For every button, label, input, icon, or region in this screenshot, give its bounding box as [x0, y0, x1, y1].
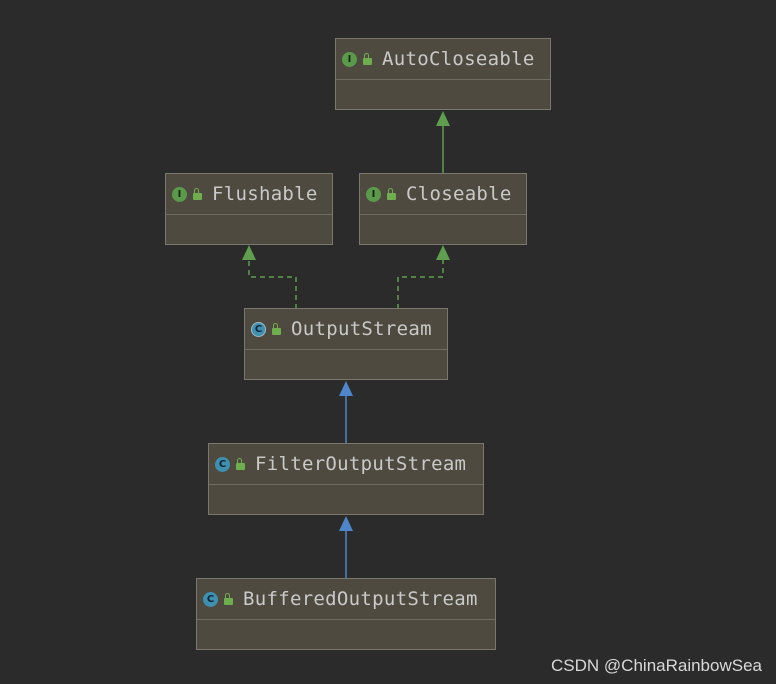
edge-filteroutputstream-to-outputstream: [339, 381, 353, 443]
public-lock-icon: [236, 458, 245, 470]
edge-outputstream-to-closeable: [397, 245, 450, 309]
node-header: I AutoCloseable: [336, 39, 550, 80]
edge-bufferedoutputstream-to-filteroutputstream: [339, 516, 353, 578]
abstract-class-icon: C: [251, 321, 266, 337]
node-name: Flushable: [212, 183, 318, 205]
interface-icon: I: [172, 186, 187, 202]
public-lock-icon: [193, 188, 202, 200]
node-outputstream[interactable]: C OutputStream: [244, 308, 448, 380]
node-name: FilterOutputStream: [255, 453, 467, 475]
node-name: Closeable: [406, 183, 512, 205]
node-members: [197, 620, 495, 650]
class-icon: C: [203, 591, 218, 607]
node-header: I Flushable: [166, 174, 332, 215]
node-closeable[interactable]: I Closeable: [359, 173, 527, 245]
node-autocloseable[interactable]: I AutoCloseable: [335, 38, 551, 110]
edge-closeable-to-autocloseable: [436, 111, 450, 173]
public-lock-icon: [363, 53, 372, 65]
node-name: BufferedOutputStream: [243, 588, 478, 610]
node-header: C OutputStream: [245, 309, 447, 350]
edge-outputstream-to-flushable: [242, 245, 297, 309]
node-members: [166, 215, 332, 245]
class-icon: C: [215, 456, 230, 472]
public-lock-icon: [224, 593, 233, 605]
node-members: [209, 485, 483, 515]
node-flushable[interactable]: I Flushable: [165, 173, 333, 245]
watermark: CSDN @ChinaRainbowSea: [551, 656, 762, 675]
interface-icon: I: [342, 51, 357, 67]
node-name: OutputStream: [291, 318, 432, 340]
node-name: AutoCloseable: [382, 48, 535, 70]
node-header: C FilterOutputStream: [209, 444, 483, 485]
interface-icon: I: [366, 186, 381, 202]
node-members: [245, 350, 447, 380]
node-header: I Closeable: [360, 174, 526, 215]
node-bufferedoutputstream[interactable]: C BufferedOutputStream: [196, 578, 496, 650]
node-filteroutputstream[interactable]: C FilterOutputStream: [208, 443, 484, 515]
node-header: C BufferedOutputStream: [197, 579, 495, 620]
node-members: [336, 80, 550, 110]
public-lock-icon: [387, 188, 396, 200]
public-lock-icon: [272, 323, 281, 335]
node-members: [360, 215, 526, 245]
